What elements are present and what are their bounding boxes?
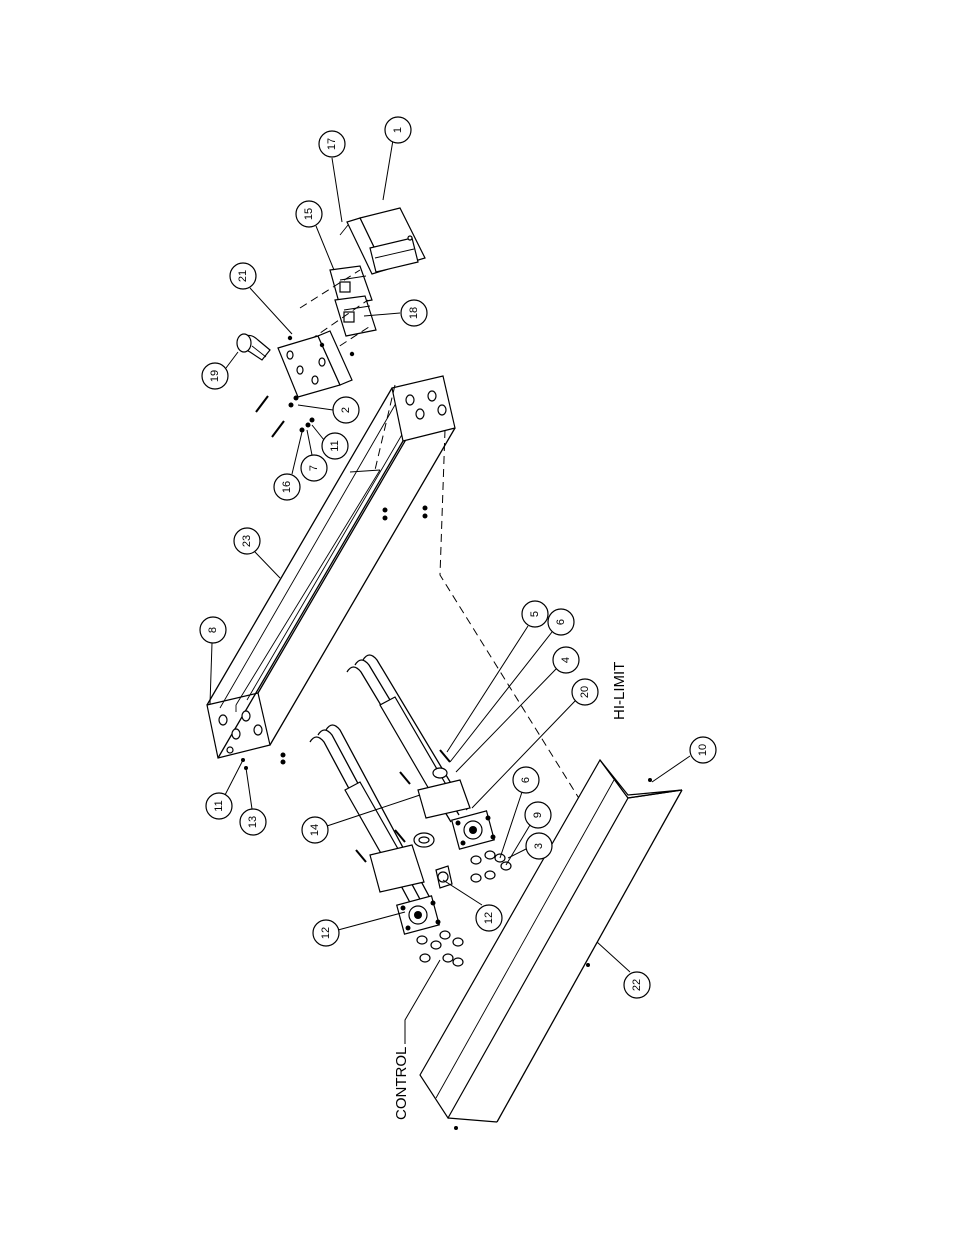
svg-text:6: 6 xyxy=(555,619,567,625)
balloon-17: 17 xyxy=(319,131,345,222)
svg-text:23: 23 xyxy=(241,535,253,547)
balloon-15: 15 xyxy=(296,201,334,270)
bracket-block xyxy=(278,331,354,397)
svg-text:8: 8 xyxy=(207,627,219,633)
balloon-11-left: 11 xyxy=(206,760,243,819)
small-hardware-group xyxy=(256,396,315,438)
svg-text:18: 18 xyxy=(408,307,420,319)
svg-text:5: 5 xyxy=(529,611,541,617)
balloon-8: 8 xyxy=(200,617,226,704)
balloon-1: 1 xyxy=(383,117,411,200)
svg-text:2: 2 xyxy=(340,407,352,413)
balloon-10: 10 xyxy=(652,737,716,782)
svg-text:20: 20 xyxy=(579,686,591,698)
balloon-12-right: 12 xyxy=(443,880,502,931)
elbow-fitting xyxy=(237,334,270,360)
balloon-23: 23 xyxy=(234,528,280,578)
balloon-12-left: 12 xyxy=(313,912,405,946)
balloon-3: 3 xyxy=(508,833,552,859)
svg-text:17: 17 xyxy=(326,138,338,150)
balloon-2: 2 xyxy=(298,397,359,423)
svg-text:3: 3 xyxy=(533,843,545,849)
svg-text:10: 10 xyxy=(697,744,709,756)
svg-text:16: 16 xyxy=(281,481,293,493)
balloon-7: 7 xyxy=(301,430,327,481)
svg-text:21: 21 xyxy=(237,270,249,282)
svg-text:14: 14 xyxy=(309,824,321,836)
hi-limit-callout: HI-LIMIT xyxy=(611,662,628,720)
svg-text:22: 22 xyxy=(631,979,643,991)
balloon-6-top: 6 xyxy=(450,609,574,762)
svg-text:6: 6 xyxy=(520,777,532,783)
balloon-19: 19 xyxy=(202,352,238,389)
svg-text:12: 12 xyxy=(483,912,495,924)
svg-text:7: 7 xyxy=(308,465,320,471)
balloon-22: 22 xyxy=(597,942,650,998)
balloon-21: 21 xyxy=(230,263,292,334)
svg-text:1: 1 xyxy=(392,127,404,133)
svg-text:11: 11 xyxy=(213,800,225,811)
wiring-path-2 xyxy=(375,385,395,470)
svg-text:15: 15 xyxy=(303,208,315,220)
control-box xyxy=(340,208,425,274)
heating-element-hilimit xyxy=(347,655,496,888)
svg-text:11: 11 xyxy=(329,440,341,451)
svg-text:13: 13 xyxy=(247,816,259,828)
svg-text:19: 19 xyxy=(209,370,221,382)
svg-text:4: 4 xyxy=(560,657,572,663)
svg-text:HI-LIMIT: HI-LIMIT xyxy=(611,662,628,720)
control-callout: CONTROL xyxy=(393,960,440,1120)
svg-text:CONTROL: CONTROL xyxy=(393,1047,410,1120)
svg-text:9: 9 xyxy=(532,812,544,818)
balloon-13: 13 xyxy=(240,768,266,835)
svg-text:12: 12 xyxy=(320,927,332,939)
balloon-11-top: 11 xyxy=(312,425,348,459)
balloon-16: 16 xyxy=(274,432,302,500)
